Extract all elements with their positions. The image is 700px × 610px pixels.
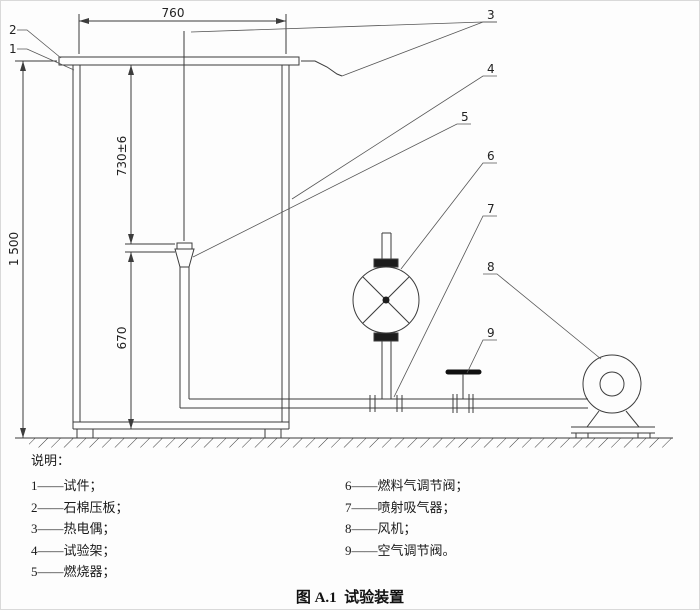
- callout-4-leader: [291, 75, 497, 200]
- callout-3-leader-a: [190, 21, 497, 33]
- test-chamber-frame: [72, 65, 290, 439]
- fan: [571, 354, 655, 439]
- callout-5-leader: [192, 123, 471, 258]
- fan-foot-right: [637, 432, 651, 439]
- legend-item: 3——热电偶；: [31, 521, 116, 536]
- jet-aspirator: [369, 395, 403, 412]
- dim-670: 670: [115, 251, 175, 429]
- dim-730-label: 730±6: [115, 136, 129, 177]
- asbestos-plate: [58, 56, 300, 66]
- legend-column-right: 6——燃料气调节阀； 7——喷射吸气器； 8——风机； 9——空气调节阀。: [345, 475, 469, 583]
- valve-flange-bottom: [373, 332, 399, 342]
- callout-2-label: 2: [9, 23, 17, 37]
- callout-1-leader: [17, 48, 75, 71]
- callout-6-label: 6: [487, 149, 495, 163]
- ground-hatch: [29, 438, 673, 448]
- callout-3-leader-b: [341, 21, 497, 77]
- legend-title: 说明：: [31, 453, 71, 468]
- callout-7-leader: [393, 215, 497, 398]
- main-pipe: [180, 398, 588, 409]
- burner: [174, 242, 195, 408]
- air-valve: [445, 369, 482, 413]
- legend-item: 9——空气调节阀。: [345, 542, 456, 558]
- callout-7-label: 7: [487, 202, 495, 216]
- dim-1500: 1 500: [7, 60, 57, 439]
- legend: 说明： 1——试件； 2——石棉压板； 3——热电偶； 4——试验架； 5——燃…: [31, 451, 469, 583]
- callouts: 2 1 3 4 5 6 7 8 9: [9, 8, 602, 398]
- dim-760-label: 760: [162, 6, 185, 20]
- legend-item: 6——燃料气调节阀；: [345, 478, 469, 493]
- fan-foot-left: [575, 432, 589, 439]
- ground: [29, 437, 673, 448]
- legend-columns: 1——试件； 2——石棉压板； 3——热电偶； 4——试验架； 5——燃烧器； …: [31, 475, 469, 583]
- legend-item: 4——试验架；: [31, 542, 116, 558]
- callout-6-leader: [400, 162, 497, 270]
- valve-flange-top: [373, 258, 399, 268]
- legend-item: 7——喷射吸气器；: [345, 499, 456, 515]
- dim-730: 730±6: [115, 65, 175, 245]
- chamber-foot-right: [264, 428, 282, 439]
- legend-item: 8——风机；: [345, 521, 417, 536]
- callout-8-leader: [483, 273, 602, 360]
- callout-2-leader: [17, 29, 62, 59]
- legend-item: 1——试件；: [31, 478, 103, 493]
- thermocouple-hook: [301, 60, 343, 77]
- callout-3-label: 3: [487, 8, 495, 22]
- chamber-foot-left: [76, 428, 94, 439]
- legend-column-left: 1——试件； 2——石棉压板； 3——热电偶； 4——试验架； 5——燃烧器；: [31, 475, 345, 583]
- apparatus-diagram: 760 1 500 730±6 670: [7, 6, 673, 448]
- burner-nozzle: [174, 248, 195, 268]
- callout-9-leader: [466, 339, 497, 374]
- figure-caption: 图 A.1 试验装置: [295, 590, 405, 606]
- valve-body: [352, 266, 420, 334]
- dim-670-label: 670: [115, 327, 129, 350]
- callout-5-label: 5: [461, 110, 469, 124]
- fuel-gas-valve: [352, 232, 420, 399]
- thermocouple: [183, 31, 343, 241]
- fan-hub: [599, 371, 625, 397]
- dim-1500-label: 1 500: [7, 232, 21, 266]
- callout-1-label: 1: [9, 42, 17, 56]
- legend-item: 2——石棉压板；: [31, 499, 129, 515]
- dim-760: 760: [78, 6, 287, 54]
- callout-4-label: 4: [487, 62, 495, 76]
- burner-cap: [176, 242, 193, 250]
- callout-9-label: 9: [487, 326, 495, 340]
- callout-8-label: 8: [487, 260, 495, 274]
- fan-housing: [582, 354, 642, 414]
- legend-item: 5——燃烧器；: [31, 564, 116, 579]
